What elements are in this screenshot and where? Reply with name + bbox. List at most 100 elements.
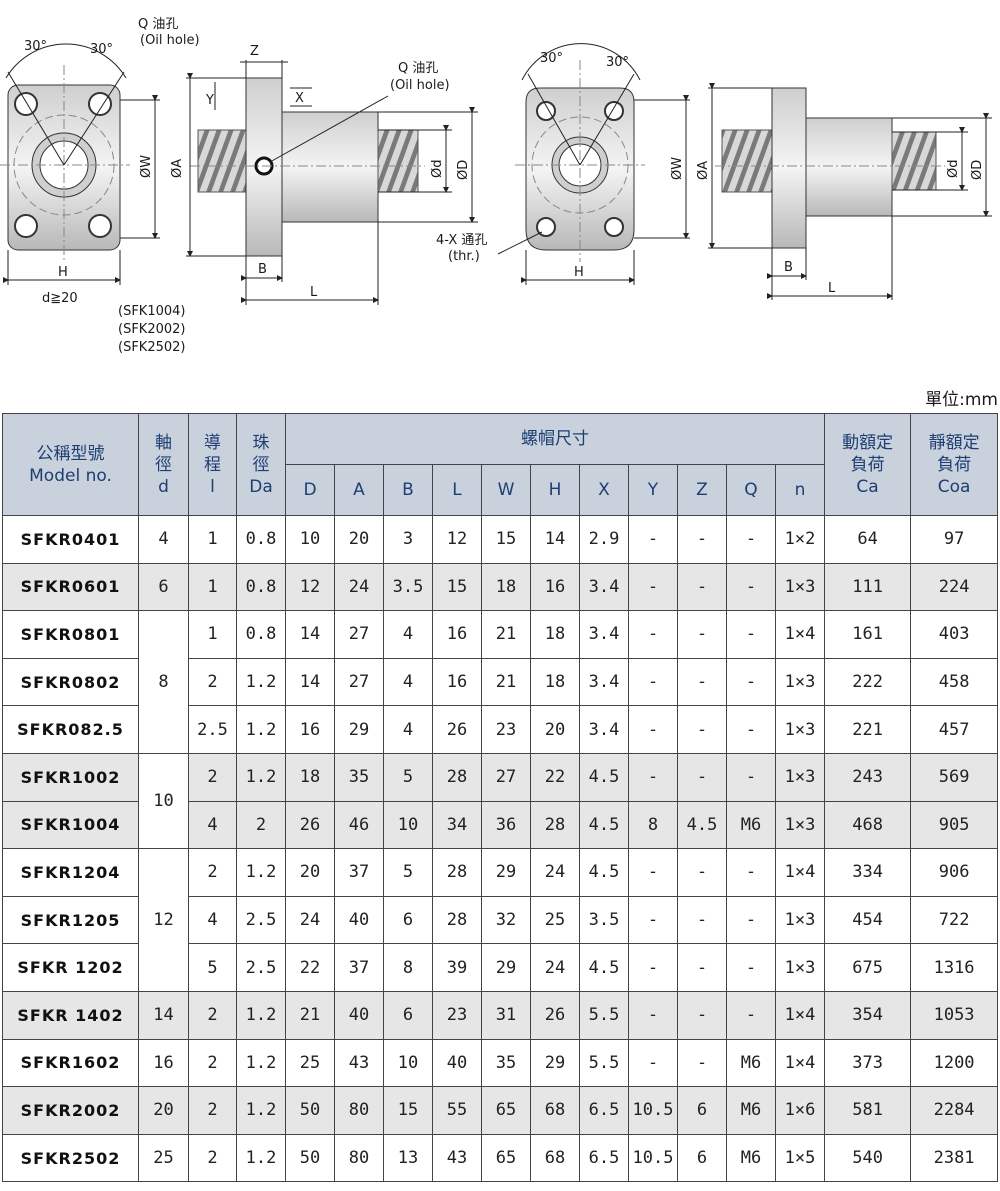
table-cell: 35: [334, 752, 384, 802]
table-cell: 6: [383, 990, 433, 1040]
table-cell: -: [628, 848, 678, 897]
table-cell: -: [677, 990, 727, 1040]
table-cell: -: [726, 705, 776, 754]
table-cell: 21: [285, 990, 335, 1040]
table-cell: 2: [188, 848, 237, 897]
header-ball-zh: 珠徑: [252, 432, 270, 475]
subheader-n: n: [774, 464, 826, 516]
table-cell: 905: [910, 800, 999, 850]
table-cell: 8: [628, 800, 678, 850]
header-dynamic-zh: 動額定負荷: [842, 432, 894, 475]
dim-d-label: Ød: [946, 160, 961, 178]
table-cell: -: [677, 895, 727, 945]
table-cell: 10.5: [628, 1086, 678, 1135]
table-cell: 12: [285, 562, 335, 612]
table-cell: 43: [334, 1038, 384, 1088]
table-cell: M6: [726, 1133, 776, 1183]
table-cell: -: [628, 515, 678, 564]
header-ball-en: Da: [249, 476, 273, 497]
table-cell: 26: [285, 800, 335, 850]
table-cell: M6: [726, 1038, 776, 1088]
header-lead: 導程 l: [188, 413, 237, 516]
table-cell: 31: [481, 990, 531, 1040]
cell-shaft: 20: [138, 1086, 189, 1135]
table-cell: 80: [334, 1133, 384, 1183]
table-cell: 224: [910, 562, 999, 612]
cell-model: SFKR1205: [2, 895, 139, 945]
cell-shaft: 16: [138, 1038, 189, 1088]
table-cell: 2: [188, 752, 237, 802]
header-static-en: Coa: [937, 476, 971, 497]
table-cell: -: [677, 705, 727, 754]
table-cell: 46: [334, 800, 384, 850]
table-cell: -: [726, 848, 776, 897]
table-cell: 10: [383, 1038, 433, 1088]
table-cell: 2381: [910, 1133, 999, 1183]
dim-h-label: H: [574, 265, 584, 280]
table-cell: 18: [481, 562, 531, 612]
side-view-2: ØA Ød ØD B L: [696, 83, 992, 300]
table-cell: 29: [481, 943, 531, 992]
table-cell: 18: [530, 657, 580, 707]
table-cell: -: [677, 943, 727, 992]
table-cell: 10.5: [628, 1133, 678, 1183]
table-cell: 68: [530, 1133, 580, 1183]
dim-a-label: ØA: [696, 161, 711, 180]
table-cell: 458: [910, 657, 999, 707]
table-cell: 2: [236, 800, 286, 850]
technical-drawing: 30° 30° Q 油孔 (Oil hole) ØW H d≧20 (SFK10…: [0, 17, 992, 355]
header-static-load: 靜額定負荷 Coa: [910, 413, 999, 516]
table-cell: 34: [432, 800, 482, 850]
table-cell: 1: [188, 562, 237, 612]
table-cell: 28: [530, 800, 580, 850]
table-cell: 0.8: [236, 610, 286, 659]
table-cell: 354: [824, 990, 912, 1040]
table-cell: 24: [530, 943, 580, 992]
table-cell: 65: [481, 1133, 531, 1183]
cell-shaft: 4: [138, 515, 189, 564]
dim-w-label: ØW: [670, 157, 685, 180]
table-cell: -: [677, 657, 727, 707]
model-note: (SFK2002): [118, 322, 185, 337]
table-cell: 4: [383, 657, 433, 707]
table-cell: 454: [824, 895, 912, 945]
table-cell: 2: [188, 1086, 237, 1135]
table-cell: 1.2: [236, 657, 286, 707]
cell-model: SFKR0601: [2, 562, 139, 612]
table-cell: 50: [285, 1086, 335, 1135]
table-cell: -: [726, 562, 776, 612]
front-view-1: 30° 30° Q 油孔 (Oil hole) ØW H d≧20 (SFK10…: [0, 17, 200, 355]
table-cell: -: [726, 657, 776, 707]
table-cell: -: [677, 515, 727, 564]
table-cell: 5: [188, 943, 237, 992]
table-cell: -: [628, 657, 678, 707]
d-note: d≧20: [42, 291, 78, 306]
dim-z-label: Z: [250, 44, 259, 59]
table-cell: 16: [432, 610, 482, 659]
table-cell: 1×3: [774, 895, 826, 945]
header-lead-en: l: [210, 476, 215, 497]
table-cell: 373: [824, 1038, 912, 1088]
cell-model: SFKR2502: [2, 1133, 139, 1183]
table-cell: 5.5: [579, 1038, 629, 1088]
table-cell: 221: [824, 705, 912, 754]
unit-label: 單位:mm: [925, 390, 998, 410]
subheader-a: A: [334, 464, 384, 516]
table-cell: 24: [530, 848, 580, 897]
table-cell: 403: [910, 610, 999, 659]
dim-l-label: L: [310, 285, 318, 300]
table-cell: -: [726, 515, 776, 564]
table-cell: 6: [677, 1086, 727, 1135]
table-cell: 37: [334, 848, 384, 897]
header-nut-dimensions: 螺帽尺寸: [284, 413, 826, 465]
table-cell: 29: [530, 1038, 580, 1088]
table-cell: 14: [285, 657, 335, 707]
table-cell: 111: [824, 562, 912, 612]
table-cell: 15: [481, 515, 531, 564]
table-cell: 2: [188, 657, 237, 707]
table-cell: 2.5: [188, 705, 237, 754]
table-cell: 222: [824, 657, 912, 707]
